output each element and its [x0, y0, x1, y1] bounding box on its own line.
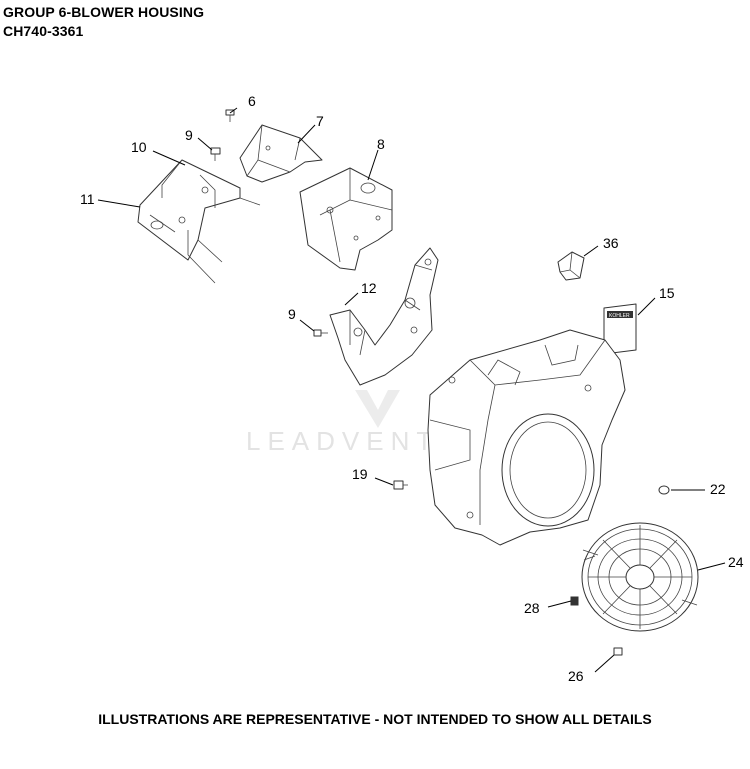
callout-28: 28 — [524, 600, 540, 616]
callout-labels: 6 7 8 9 10 11 12 9 36 15 19 22 24 28 26 — [80, 93, 744, 684]
part-19-screw — [393, 480, 408, 490]
decal-logo — [607, 311, 633, 318]
part-7-shroud — [239, 124, 323, 183]
callout-15: 15 — [659, 285, 675, 301]
part-9-screw-lower — [313, 329, 328, 337]
part-9-screw-upper — [210, 147, 221, 161]
housing-fan-opening — [501, 413, 595, 527]
part-26-screw — [613, 647, 623, 656]
group-title: GROUP 6-BLOWER HOUSING — [3, 4, 205, 20]
leader-lines — [97, 107, 726, 673]
callout-8: 8 — [377, 136, 385, 152]
callout-24: 24 — [728, 554, 744, 570]
callout-36: 36 — [603, 235, 619, 251]
part-6-screw — [225, 109, 235, 122]
part-22-nut — [658, 485, 670, 495]
decal-brand-text: KOHLER — [609, 313, 630, 319]
part-15-decal: KOHLER — [603, 303, 637, 355]
callout-11: 11 — [80, 191, 95, 207]
callout-19: 19 — [352, 466, 368, 482]
callout-22: 22 — [710, 481, 726, 497]
callout-7: 7 — [316, 113, 324, 129]
part-28-screw — [570, 596, 579, 606]
diagram-header: GROUP 6-BLOWER HOUSING CH740-3361 — [3, 3, 204, 41]
grille-hub — [625, 564, 655, 590]
model-number: CH740-3361 — [3, 23, 84, 39]
callout-10: 10 — [131, 139, 147, 155]
part-8-baffle — [299, 167, 393, 271]
callout-9-upper: 9 — [185, 127, 193, 143]
part-36-clip — [557, 251, 585, 281]
callout-9-lower: 9 — [288, 306, 296, 322]
part-12-bracket — [329, 247, 439, 386]
callout-12: 12 — [361, 280, 377, 296]
footer-disclaimer: ILLUSTRATIONS ARE REPRESENTATIVE - NOT I… — [98, 711, 652, 727]
callout-6: 6 — [248, 93, 256, 109]
blower-housing — [427, 329, 626, 546]
callout-26: 26 — [568, 668, 584, 684]
part-24-fan-grille — [581, 522, 699, 632]
watermark-logo — [355, 390, 400, 428]
part-10-11-bracket — [137, 159, 261, 284]
